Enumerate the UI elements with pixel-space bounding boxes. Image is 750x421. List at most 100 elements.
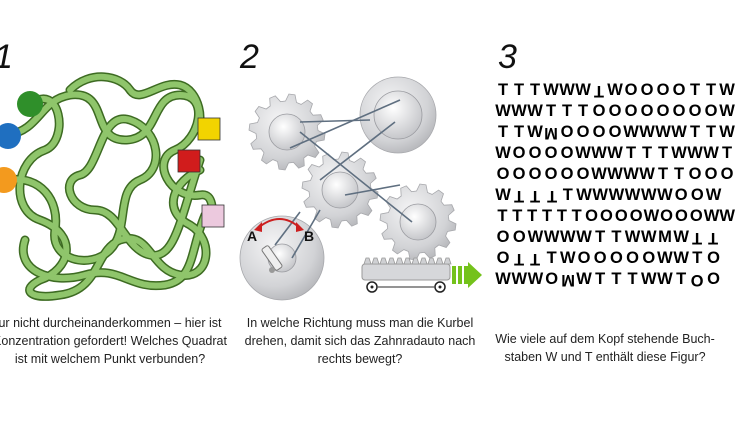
letter-cell: T — [513, 81, 525, 99]
letter-cell: W — [703, 144, 719, 162]
letter-cell: W — [527, 123, 543, 141]
letter-cell: T — [673, 165, 685, 183]
letter-cell: W — [687, 144, 703, 162]
letter-cell: W — [719, 207, 735, 225]
letter-cell: O — [672, 81, 686, 99]
letter-cell: O — [689, 207, 703, 225]
letter-cell: T — [595, 228, 606, 246]
letter-cell: W — [655, 123, 671, 141]
gear-belts — [274, 99, 413, 259]
letter-cell: O — [496, 249, 510, 267]
letter-cell: W — [575, 81, 591, 99]
panel-1-number: 1 — [0, 40, 13, 74]
letter-cell: W — [608, 186, 625, 204]
letter-cell: T — [705, 81, 717, 99]
letter-cell: O — [688, 165, 702, 183]
letter-cell: O — [496, 228, 510, 246]
letter-cell: W — [623, 165, 639, 183]
letter-cell: T — [497, 207, 508, 225]
panel-1-caption: ur nicht durcheinanderkommen – hier ist … — [0, 316, 227, 366]
letter-cell: W — [527, 270, 544, 288]
letter-cell: W — [639, 123, 655, 141]
letter-cell: T — [527, 207, 538, 225]
letter-cell: W — [576, 228, 592, 246]
letter-cell: O — [624, 102, 638, 120]
letter-cell: O — [656, 81, 670, 99]
letter-cell: O — [608, 102, 622, 120]
letter-cell: O — [626, 249, 640, 267]
letter-cell: W — [643, 207, 660, 225]
crank-label-a: A — [247, 228, 258, 244]
letter-cell: T — [593, 82, 605, 100]
letter-cell: T — [571, 207, 582, 225]
letter-cell: T — [556, 207, 567, 225]
arrow-head-a-icon — [254, 222, 262, 232]
letter-cell: O — [624, 81, 638, 99]
letter-cell: W — [673, 249, 689, 267]
letter-cell: T — [705, 123, 717, 141]
letter-cell: W — [640, 228, 657, 246]
letter-cell: O — [672, 102, 686, 120]
letter-cell: T — [562, 186, 573, 204]
letter-cell: W — [495, 270, 511, 288]
letter-cell: W — [575, 144, 591, 162]
letter-cell: O — [704, 102, 718, 120]
letter-cell: T — [530, 250, 541, 268]
letter-cell: T — [546, 249, 557, 267]
letter-cell: W — [511, 102, 527, 120]
letter-cell: O — [592, 102, 606, 120]
letter-cell: O — [528, 165, 542, 183]
letter-cell: W — [640, 270, 657, 288]
letter-cell: W — [576, 186, 592, 204]
letter-cell: T — [512, 207, 523, 225]
letter-cell: T — [641, 144, 653, 162]
letter-cell: O — [560, 165, 574, 183]
letter-cell: W — [639, 165, 655, 183]
square-pink — [201, 204, 225, 228]
letter-cell: O — [512, 228, 526, 246]
letter-cell: W — [673, 228, 689, 246]
gear-middle — [301, 151, 379, 229]
dot-orange — [0, 167, 17, 193]
letter-cell: W — [657, 249, 673, 267]
letter-cell: O — [720, 165, 734, 183]
crank-label-b: B — [304, 228, 315, 244]
letter-cell: O — [512, 165, 526, 183]
letter-cell: T — [595, 270, 606, 288]
letter-cell: T — [561, 102, 573, 120]
letter-cell: O — [707, 270, 720, 288]
letter-cell: O — [560, 144, 574, 162]
letter-cell: W — [495, 144, 511, 162]
letter-cell: W — [607, 144, 623, 162]
letter-cell: W — [591, 165, 607, 183]
crank — [261, 245, 283, 273]
letter-cell: T — [541, 207, 553, 225]
letter-cell: W — [511, 270, 528, 288]
letter-cell: W — [657, 186, 673, 204]
letter-cell: O — [614, 207, 628, 225]
square-yellow — [197, 117, 221, 141]
letter-cell: O — [707, 249, 720, 267]
letter-cell: T — [721, 144, 733, 162]
letter-cell: W — [592, 186, 608, 204]
letter-cell: O — [609, 249, 623, 267]
dot-green — [17, 91, 43, 117]
maze-tube-fill — [5, 73, 216, 300]
letter-cell: M — [560, 271, 575, 289]
letter-cell: W — [671, 144, 687, 162]
letter-cell: M — [544, 124, 558, 142]
letter-cell: W — [719, 81, 735, 99]
letter-cell: O — [704, 165, 718, 183]
panel-3-number: 3 — [498, 38, 517, 76]
letter-cell: O — [642, 249, 656, 267]
letter-cell: W — [495, 186, 511, 204]
letter-cell: W — [705, 186, 722, 204]
